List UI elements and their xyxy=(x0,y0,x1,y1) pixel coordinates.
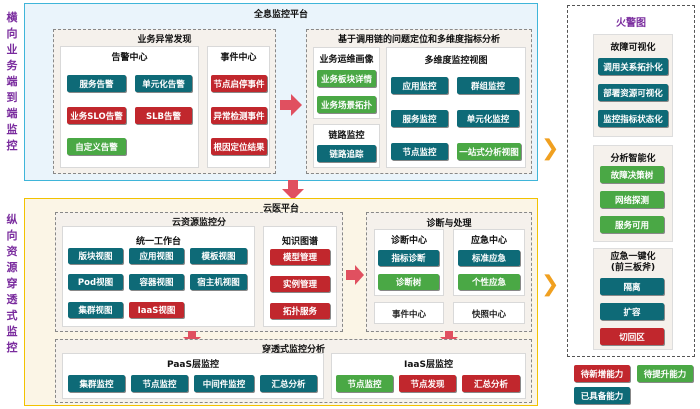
legend-available: 已具备能力 xyxy=(574,387,630,404)
alert-unit[interactable]: 单元化告警 xyxy=(135,75,192,92)
emergency-center-title: 应急中心 xyxy=(470,236,507,246)
diag-metric[interactable]: 指标诊断 xyxy=(378,250,439,266)
iaas-summary[interactable]: 汇总分析 xyxy=(462,375,520,392)
holo-monitor-title: 全息监控平台 xyxy=(253,10,308,20)
em-isolate[interactable]: 隔离 xyxy=(600,278,664,295)
diag-tree[interactable]: 诊断树 xyxy=(378,274,439,290)
multi-view-title: 多维度监控视图 xyxy=(424,56,488,66)
cloud-doctor-title: 云医平台 xyxy=(262,204,299,214)
chevron-right-icon: ❯ xyxy=(541,136,560,161)
alert-center-title: 告警中心 xyxy=(111,53,148,63)
fv-metric-state[interactable]: 监控指标状态化 xyxy=(598,110,668,127)
alert-custom[interactable]: 自定义告警 xyxy=(67,138,126,155)
view-plate[interactable]: 版块视图 xyxy=(68,248,123,264)
fv-deploy-visual[interactable]: 部署资源可视化 xyxy=(598,84,668,101)
knowledge-graph-title: 知识图谱 xyxy=(281,237,318,247)
iaas-title: IaaS层监控 xyxy=(404,360,453,370)
iaas-node-discovery[interactable]: 节点发现 xyxy=(399,375,456,392)
ops-scene-topology[interactable]: 业务场景拓扑 xyxy=(317,96,376,113)
fire-chart-title: 火警图 xyxy=(616,18,646,29)
view-unit[interactable]: 单元化监控 xyxy=(457,110,519,127)
paas-title: PaaS层监控 xyxy=(167,360,219,370)
view-iaas[interactable]: IaaS视图 xyxy=(129,302,184,318)
legend-to-add: 待新增能力 xyxy=(574,365,630,382)
legend-to-improve: 待提升能力 xyxy=(637,365,693,382)
kg-topology-service[interactable]: 拓扑服务 xyxy=(270,303,330,319)
fv-call-topology[interactable]: 调用关系拓扑化 xyxy=(598,58,668,75)
view-app[interactable]: 应用监控 xyxy=(391,77,448,94)
ops-business-detail[interactable]: 业务板块详情 xyxy=(317,70,376,87)
view-application[interactable]: 应用视图 xyxy=(129,248,184,264)
view-host[interactable]: 宿主机视图 xyxy=(190,274,247,290)
em-switch-back[interactable]: 切回区 xyxy=(600,328,664,345)
diag-event-center[interactable] xyxy=(374,302,444,324)
view-pod[interactable]: Pod视图 xyxy=(68,274,123,290)
paas-node[interactable]: 节点监控 xyxy=(131,375,188,392)
paas-cluster[interactable]: 集群监控 xyxy=(68,375,125,392)
kg-model-mgmt[interactable]: 模型管理 xyxy=(270,249,330,265)
iaas-node[interactable]: 节点监控 xyxy=(336,375,393,392)
paas-middleware[interactable]: 中间件监控 xyxy=(194,375,254,392)
vertical-label-resource: 纵向资源穿透式监控 xyxy=(6,213,18,354)
as-service-avail[interactable]: 服务可用 xyxy=(600,216,664,233)
em-scale-out[interactable]: 扩容 xyxy=(600,303,664,320)
arrow-right-icon xyxy=(280,94,302,116)
view-one-stop[interactable]: 一站式分析视图 xyxy=(457,143,521,160)
event-center-title: 事件中心 xyxy=(220,53,257,63)
diagnosis-title: 诊断与处理 xyxy=(426,219,472,229)
diag-center-title: 诊断中心 xyxy=(390,236,427,246)
as-decision-tree[interactable]: 故障决策树 xyxy=(600,166,664,183)
cloud-resource-title: 云资源监控分 xyxy=(171,218,226,228)
paas-summary[interactable]: 汇总分析 xyxy=(260,375,317,392)
arrow-down-icon xyxy=(440,331,458,345)
view-container[interactable]: 容器视图 xyxy=(129,274,184,290)
emergency-oneclick-title: 应急一键化 (前三板斧) xyxy=(610,252,656,273)
workbench-title: 统一工作台 xyxy=(135,237,181,247)
as-network-probe[interactable]: 网络探测 xyxy=(600,191,664,208)
vertical-label-business: 横向业务端到端监控 xyxy=(6,11,18,152)
event-node-startstop[interactable]: 节点启停事件 xyxy=(211,75,267,92)
arrow-down-icon xyxy=(183,331,201,345)
snapshot-center[interactable] xyxy=(453,302,525,324)
view-node[interactable]: 节点监控 xyxy=(391,143,448,160)
view-group[interactable]: 群组监控 xyxy=(457,77,519,94)
view-cluster[interactable]: 集群视图 xyxy=(68,302,123,318)
kg-instance-mgmt[interactable]: 实例管理 xyxy=(270,276,330,292)
fault-visual-title: 故障可视化 xyxy=(610,43,656,53)
alert-slb[interactable]: SLB告警 xyxy=(135,107,192,124)
analysis-smart-title: 分析智能化 xyxy=(610,154,656,164)
arrow-down-icon xyxy=(282,180,304,200)
emergency-standard[interactable]: 标准应急 xyxy=(458,250,520,266)
view-template[interactable]: 模板视图 xyxy=(190,248,247,264)
ops-image-title: 业务运维画像 xyxy=(319,55,374,65)
penetration-title: 穿透式监控分析 xyxy=(261,345,325,355)
alert-service[interactable]: 服务告警 xyxy=(67,75,126,92)
event-root-cause[interactable]: 根因定位结果 xyxy=(211,138,267,155)
view-service[interactable]: 服务监控 xyxy=(391,110,448,127)
emergency-custom[interactable]: 个性应急 xyxy=(458,274,520,290)
chevron-right-icon: ❯ xyxy=(541,272,560,297)
link-monitor-title: 链路监控 xyxy=(328,131,365,141)
link-trace[interactable]: 链路追踪 xyxy=(317,145,376,162)
diag-event-center-label: 事件中心 xyxy=(391,310,426,320)
arrow-right-icon xyxy=(346,265,364,285)
business-anomaly-title: 业务异常发现 xyxy=(137,35,192,45)
snapshot-center-label: 快照中心 xyxy=(471,310,506,320)
alert-business-slo[interactable]: 业务SLO告警 xyxy=(67,107,126,124)
event-anomaly-detect[interactable]: 异常检测事件 xyxy=(211,107,267,124)
analysis-title: 基于调用链的问题定位和多维度指标分析 xyxy=(337,35,500,45)
